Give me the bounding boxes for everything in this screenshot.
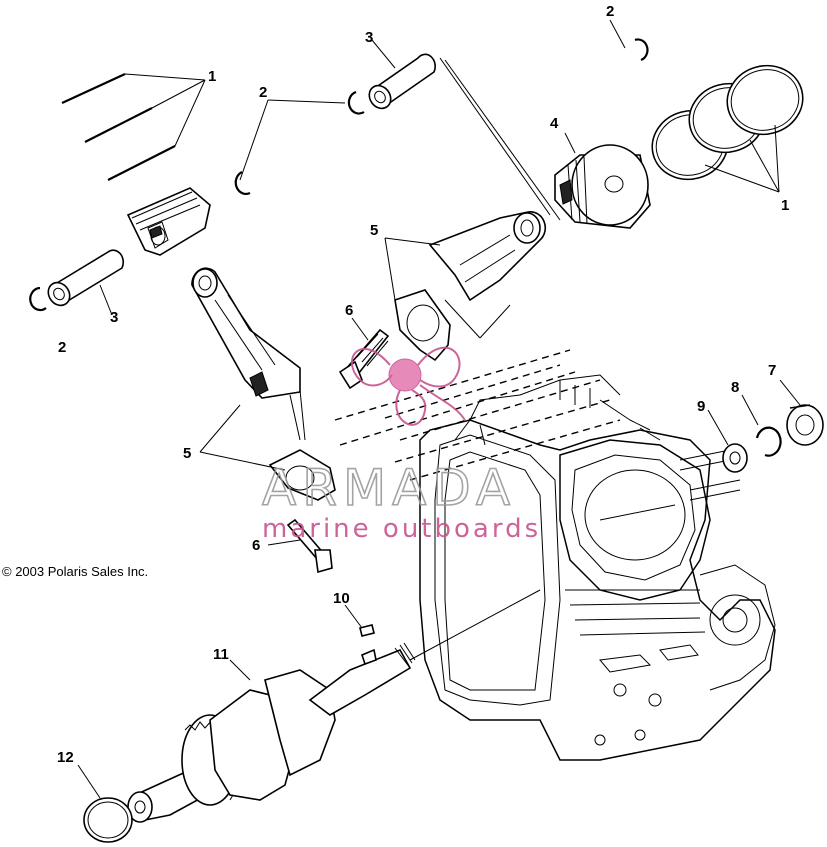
callout-6-lower: 6 (252, 537, 260, 554)
rod-leader-lines (199, 237, 511, 471)
piston-rings-right (651, 64, 804, 193)
watermark: ARMADA marine outboards (261, 346, 541, 544)
piston-left (126, 187, 211, 256)
callout-7: 7 (768, 362, 776, 379)
watermark-tagline: marine outboards (262, 514, 541, 544)
connecting-rod-upper (394, 211, 547, 362)
rod-bolts (267, 317, 390, 574)
circlips (29, 19, 649, 312)
copyright-notice: © 2003 Polaris Sales Inc. (2, 564, 148, 579)
callout-12: 12 (57, 749, 74, 766)
callout-2-right: 2 (606, 3, 614, 20)
washers (707, 379, 824, 473)
propeller-logo (350, 346, 466, 426)
piston-right (444, 59, 651, 229)
callout-1-left: 1 (208, 68, 216, 85)
callout-4: 4 (550, 115, 559, 132)
callout-10: 10 (333, 590, 350, 607)
callout-6-upper: 6 (345, 302, 353, 319)
callout-2-top: 2 (259, 84, 267, 101)
callout-labels: 1 1 2 2 2 3 3 4 5 5 6 6 7 8 9 10 11 12 (57, 3, 789, 766)
callout-5-lower: 5 (183, 445, 191, 462)
callout-9: 9 (697, 398, 705, 415)
callout-8: 8 (731, 379, 739, 396)
piston-pins (47, 39, 551, 316)
callout-1-right: 1 (781, 197, 789, 214)
callout-5-upper: 5 (370, 222, 378, 239)
piston-rings-left (61, 73, 206, 181)
callout-11: 11 (213, 646, 229, 663)
connecting-rod-lower (191, 267, 336, 501)
o-ring (77, 764, 133, 843)
callout-3-left: 3 (110, 309, 118, 326)
crankshaft (127, 589, 541, 823)
engine-block (334, 349, 776, 761)
callout-3-top: 3 (365, 29, 373, 46)
watermark-brand: ARMADA (262, 459, 516, 517)
callout-2-left: 2 (58, 339, 66, 356)
